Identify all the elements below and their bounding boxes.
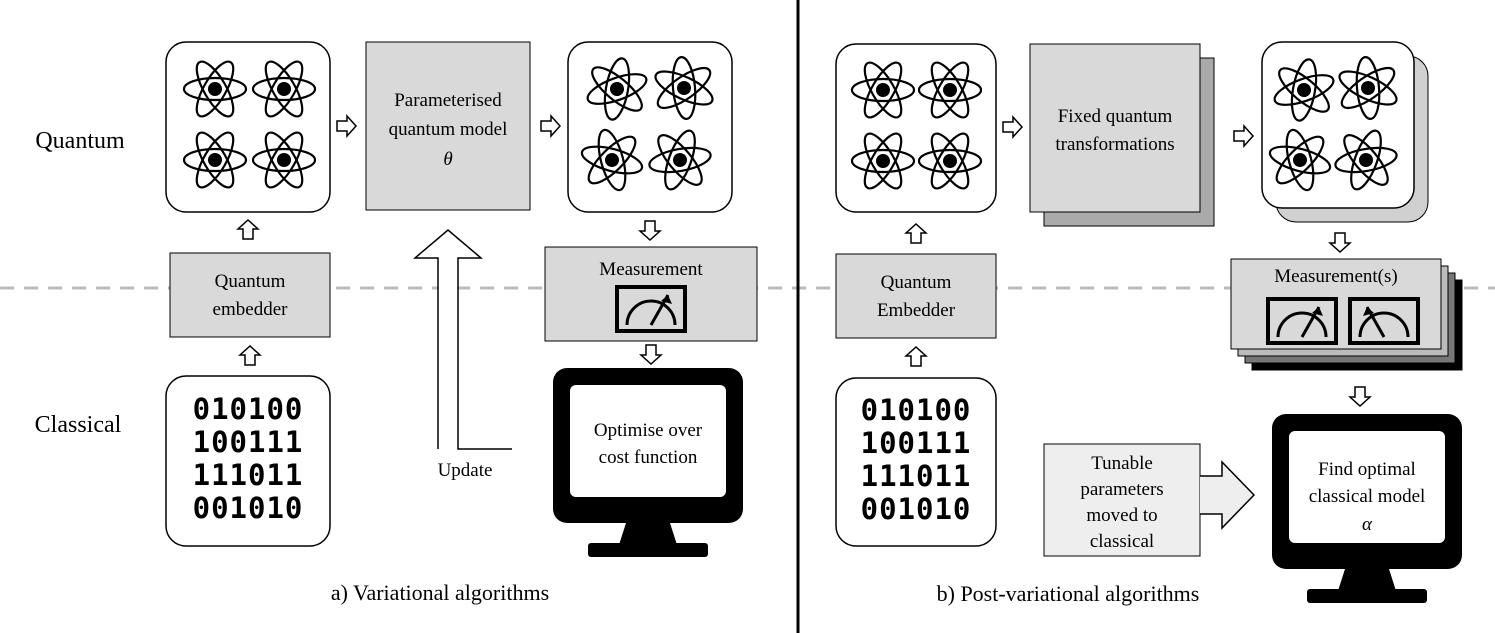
panel-variational: Parameterised quantum model θ Measuremen…: [165, 41, 758, 605]
arrow-up-icon: [905, 223, 927, 244]
arrow-up-icon: [239, 345, 261, 366]
measurements-box: Measurement(s): [1230, 258, 1463, 371]
transform-label-line-2: transformations: [1055, 134, 1174, 155]
classical-data-box-b: 010100 100111 111011 001010: [835, 377, 997, 547]
caption-post-variational: b) Post-variational algorithms: [937, 581, 1200, 606]
classical-data-box: 010100 100111 111011 001010: [165, 375, 331, 547]
transform-label-line-1: Fixed quantum: [1058, 106, 1173, 127]
model-theta-symbol: θ: [443, 149, 452, 170]
arrow-down-icon: [640, 344, 662, 365]
caption-variational: a) Variational algorithms: [331, 580, 549, 605]
optimal-label-line-2: classical model: [1309, 486, 1426, 507]
bit-row: 111011: [193, 458, 304, 492]
tunable-label-line-1: Tunable: [1091, 453, 1153, 474]
quantum-embedder-box: Quantum embedder: [169, 252, 331, 338]
input-qubits-box-b: [835, 43, 997, 213]
output-qubits-box-b: [1260, 41, 1429, 223]
model-label-line-1: Parameterised: [394, 90, 502, 111]
optimise-label-line-1: Optimise over: [594, 420, 703, 441]
arrow-down-icon: [1329, 232, 1351, 253]
output-qubits-box: [567, 41, 733, 213]
arrow-right-icon: [1233, 125, 1254, 147]
arrow-right-icon: [540, 115, 561, 137]
row-label-quantum: Quantum: [35, 128, 125, 154]
arrow-up-icon: [905, 346, 927, 367]
bit-row: 001010: [193, 491, 304, 525]
arrow-right-icon: [1002, 116, 1023, 138]
bit-row: 100111: [193, 425, 304, 459]
optimal-label-line-1: Find optimal: [1318, 459, 1416, 480]
row-label-classical: Classical: [35, 412, 122, 438]
bit-row: 001010: [861, 492, 972, 526]
embedder-b-label-line-1: Quantum: [881, 272, 952, 293]
optimise-label-line-2: cost function: [599, 447, 698, 468]
embedder-label-line-1: Quantum: [215, 271, 286, 292]
bit-row: 111011: [861, 459, 972, 493]
optimiser-monitor: Optimise over cost function: [553, 368, 743, 557]
tunable-parameters-box: Tunable parameters moved to classical: [1043, 443, 1201, 557]
embedder-b-label-line-2: Embedder: [877, 300, 956, 321]
embedder-label-line-2: embedder: [213, 299, 289, 320]
optimal-alpha-symbol: α: [1362, 514, 1373, 535]
bit-row: 010100: [193, 392, 304, 426]
monitor-icon: [1272, 414, 1462, 603]
tunable-arrow: [1200, 460, 1256, 530]
arrow-up-icon: [237, 219, 259, 240]
arrow-down-icon: [639, 220, 661, 241]
model-label-line-2: quantum model: [389, 119, 508, 140]
tunable-label-line-4: classical: [1090, 531, 1154, 552]
update-arrow: [412, 229, 512, 450]
tunable-label-line-3: moved to: [1086, 505, 1157, 526]
bit-row: 010100: [861, 393, 972, 427]
measurement-box: Measurement: [544, 246, 758, 342]
update-label: Update: [438, 460, 493, 481]
parameterised-model-box: Parameterised quantum model θ: [365, 41, 531, 211]
input-qubits-box: [165, 41, 331, 213]
fixed-transformations-box: Fixed quantum transformations: [1029, 43, 1215, 227]
measurement-label: Measurement: [599, 259, 703, 280]
arrow-right-icon: [336, 115, 357, 137]
bit-row: 100111: [861, 426, 972, 460]
panel-post-variational: Fixed quantum transformations Measuremen…: [835, 41, 1463, 606]
optimal-model-monitor: Find optimal classical model α: [1272, 414, 1462, 603]
tunable-label-line-2: parameters: [1080, 479, 1163, 500]
quantum-embedder-box-b: Quantum Embedder: [835, 253, 997, 339]
arrow-down-icon: [1349, 386, 1371, 407]
measurements-label: Measurement(s): [1274, 266, 1397, 287]
